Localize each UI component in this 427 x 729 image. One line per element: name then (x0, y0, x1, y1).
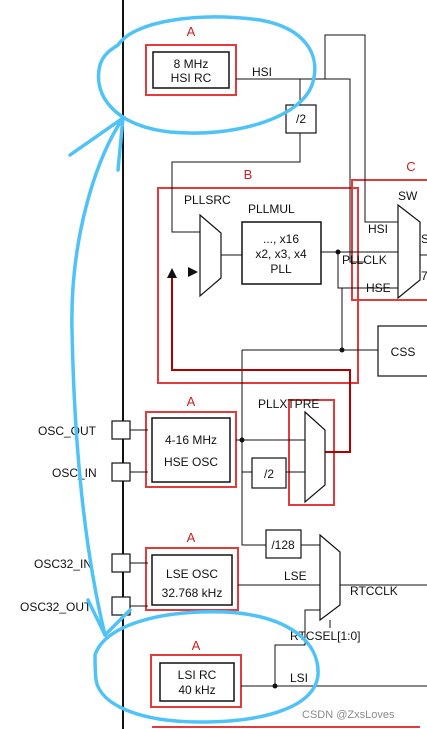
sw-cut-label-1: S (421, 232, 427, 246)
hand-annotation (68, 15, 320, 724)
annotation-arrow-bottom (86, 598, 132, 637)
group-a4-border (150, 654, 242, 708)
junction-dots (239, 249, 345, 689)
rtcclk-label: RTCCLK (350, 584, 398, 598)
lsi-label: LSI (290, 671, 308, 685)
hsi-out-label: HSI (252, 65, 272, 79)
rtcsel-label: RTCSEL[1:0] (290, 629, 360, 643)
sw-cut-label-2: 7 (421, 269, 427, 283)
sw-hse-label: HSE (366, 281, 391, 295)
group-b-label: B (244, 167, 253, 182)
lse-osc-line1: LSE OSC (166, 567, 218, 581)
pllxtpre-feedback-wire (171, 272, 351, 453)
hse-osc-line2: HSE OSC (164, 455, 218, 469)
div2-hse-label: /2 (264, 467, 274, 481)
group-c-label: C (406, 159, 415, 174)
div2-top-block (285, 104, 317, 134)
css-label: CSS (391, 345, 416, 359)
hse-osc-line1: 4-16 MHz (165, 433, 217, 447)
hse-osc-block (151, 417, 231, 483)
pllmul-label: PLLMUL (248, 202, 295, 216)
lse-osc-line2: 32.768 kHz (162, 586, 223, 600)
group-a3-label: A (187, 530, 196, 545)
css-block (377, 325, 427, 377)
group-b-border (157, 187, 359, 384)
pllxtpre-label: PLLXTPRE (258, 397, 319, 411)
lsi-rc-block (159, 662, 235, 702)
osc-in-pin-label: OSC_IN (52, 466, 97, 480)
group-a1-label: A (187, 24, 196, 39)
annotation-connector (70, 116, 125, 637)
pllsrc-mux (199, 213, 222, 298)
div2-hse-block (251, 457, 287, 489)
annotation-circle-top (96, 15, 317, 135)
osc32-in-pin-label: OSC32_IN (34, 557, 92, 571)
pllsrc-label: PLLSRC (184, 193, 231, 207)
lsi-rc-line1: LSI RC (178, 668, 217, 682)
pllsrc-arrow-icon (188, 267, 198, 277)
sw-hsi-label: HSI (368, 222, 388, 236)
hsi-rc-line2: HSI RC (171, 71, 212, 85)
external-pins (111, 420, 131, 616)
rtcsel-mux (319, 533, 341, 622)
sw-label: SW (398, 189, 418, 203)
group-a1-border (145, 44, 237, 96)
pllxtpre-mux (304, 410, 326, 504)
hsi-rc-block (152, 51, 230, 89)
pll-line3: PLL (270, 262, 292, 276)
watermark-text: CSDN @ZxsLoves (302, 709, 395, 721)
div2-top-label: /2 (296, 112, 306, 126)
annotation-arrow-top (68, 116, 125, 172)
feedback-arrow-icon (167, 268, 177, 278)
pll-line1: ..., x16 (263, 232, 299, 246)
group-a2-border (145, 411, 237, 488)
div128-block (265, 529, 302, 559)
group-c-border (351, 179, 427, 301)
group-a4-label: A (192, 638, 201, 653)
lse-osc-block (151, 554, 233, 606)
group-a2-label: A (187, 394, 196, 409)
annotation-circle-bottom (93, 610, 320, 724)
pll-line2: x2, x3, x4 (255, 247, 307, 261)
osc-out-pin-label: OSC_OUT (38, 424, 97, 438)
lsi-rc-line2: 40 kHz (178, 683, 215, 697)
pll-block (241, 221, 322, 285)
pllclk-label: PLLCLK (342, 253, 387, 267)
osc32-out-pin-label: OSC32_OUT (20, 600, 92, 614)
group-a3-border (145, 547, 239, 611)
lse-label: LSE (284, 569, 307, 583)
sw-mux (397, 203, 421, 300)
div128-label: /128 (271, 538, 295, 552)
hsi-rc-line1: 8 MHz (174, 57, 209, 71)
